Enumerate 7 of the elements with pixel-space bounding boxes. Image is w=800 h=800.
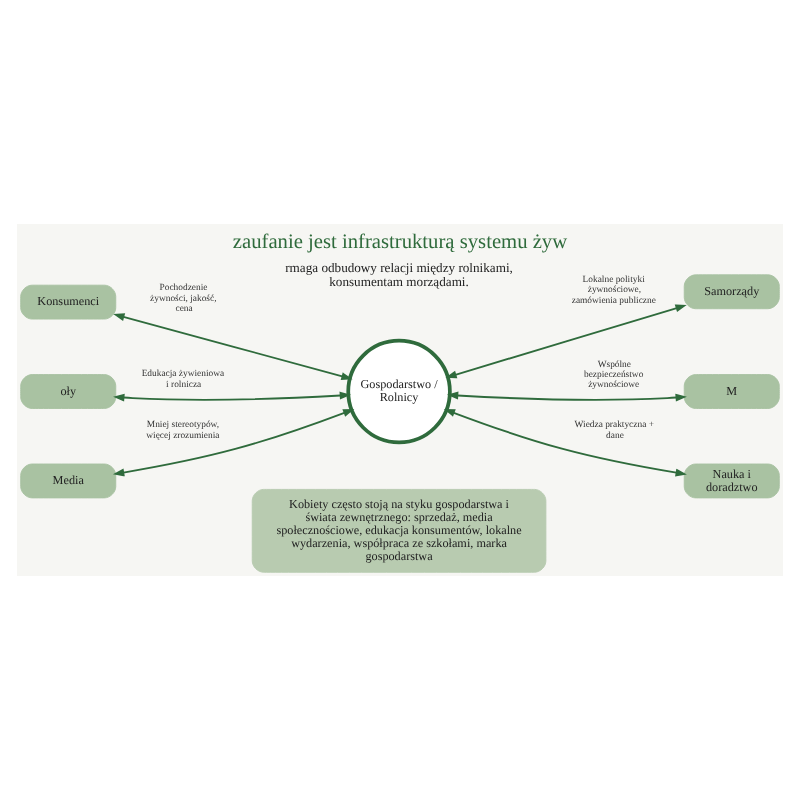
arrow: [443, 409, 687, 477]
diagram-title: zaufanie jest infrastrukturą systemu żyw: [232, 232, 568, 255]
arrow: [113, 313, 353, 381]
arrow: [445, 304, 687, 379]
arrow: [112, 409, 355, 477]
arrow: [446, 391, 687, 402]
arrow: [113, 391, 352, 402]
